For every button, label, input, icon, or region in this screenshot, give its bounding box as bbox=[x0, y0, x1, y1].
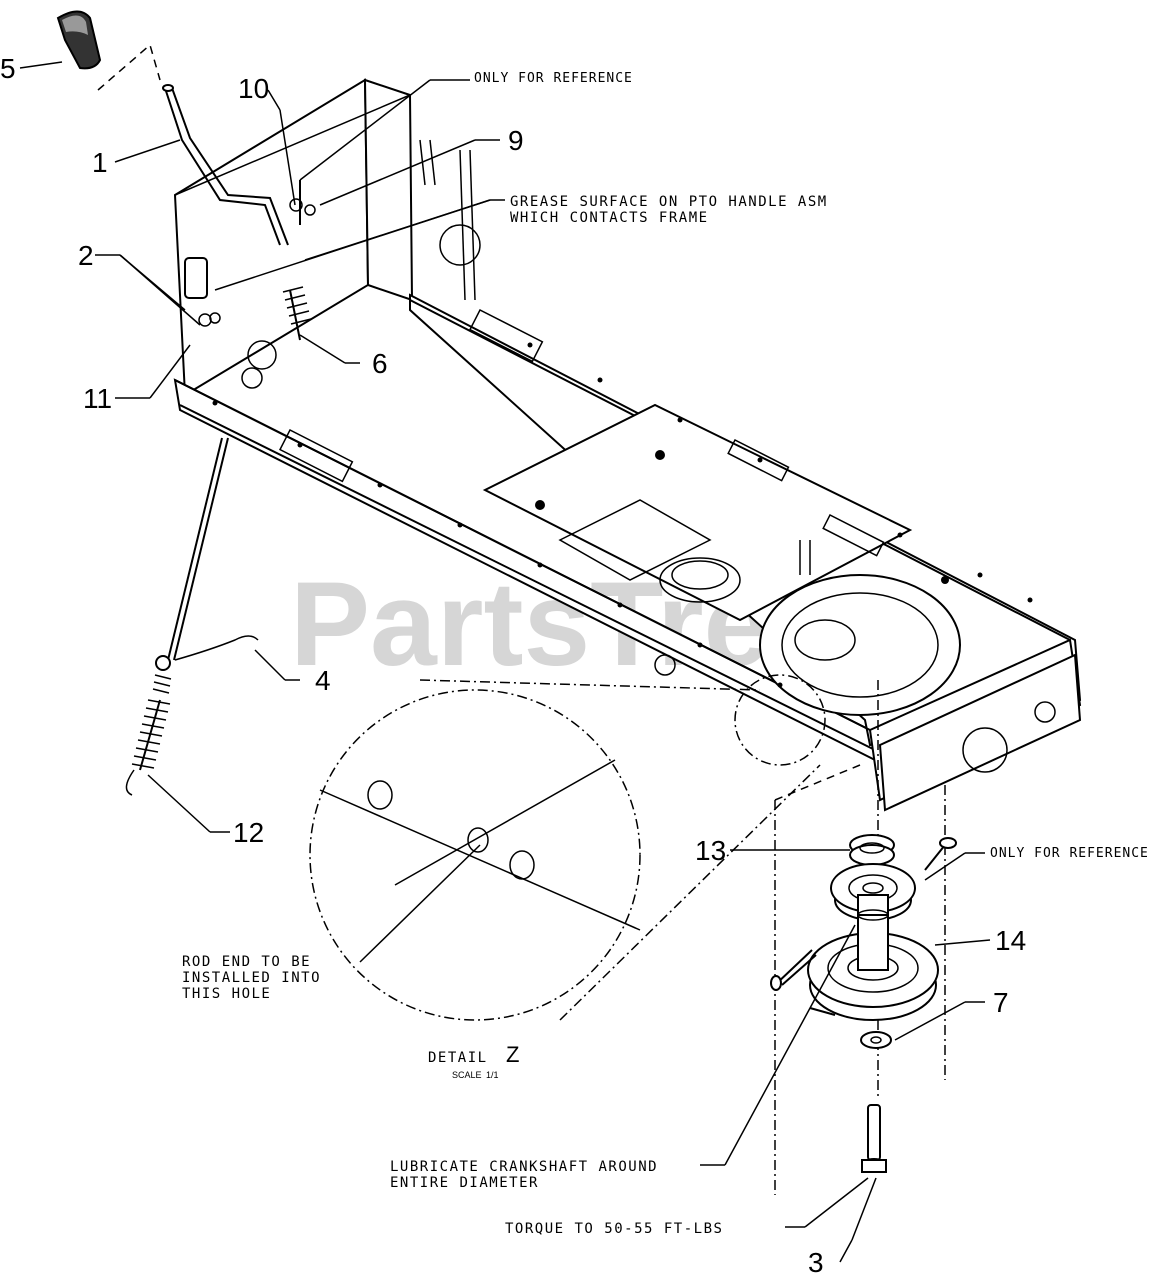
callout-7: 7 bbox=[993, 987, 1009, 1018]
tractor-frame bbox=[173, 78, 1082, 812]
callout-5: 5 bbox=[0, 53, 16, 84]
callout-13: 13 bbox=[695, 835, 726, 866]
note-torque: TORQUE TO 50-55 FT-LBS bbox=[505, 1221, 723, 1237]
callout-12: 12 bbox=[233, 817, 264, 848]
note-rod-end-line3: THIS HOLE bbox=[182, 986, 271, 1002]
note-grease-line1: GREASE SURFACE ON PTO HANDLE ASM bbox=[510, 194, 828, 210]
note-lubricate-line2: ENTIRE DIAMETER bbox=[390, 1175, 539, 1191]
callout-9: 9 bbox=[508, 125, 524, 156]
detail-label: DETAIL bbox=[428, 1050, 488, 1066]
frame-holes bbox=[212, 342, 1033, 688]
callout-1: 1 bbox=[92, 147, 108, 178]
note-rod-end-line1: ROD END TO BE bbox=[182, 954, 311, 970]
callout-14: 14 bbox=[995, 925, 1026, 956]
detail-letter: Z bbox=[506, 1042, 519, 1067]
pulley-stack bbox=[770, 680, 957, 1195]
callout-11: 11 bbox=[83, 383, 112, 414]
lift-rod-and-spring bbox=[125, 437, 259, 796]
pto-lever-assembly bbox=[56, 10, 316, 341]
detail-scale: SCALE bbox=[452, 1070, 482, 1080]
callout-4: 4 bbox=[315, 665, 331, 696]
callout-2: 2 bbox=[78, 240, 94, 271]
callout-10: 10 bbox=[238, 73, 269, 104]
note-lubricate-line1: LUBRICATE CRANKSHAFT AROUND bbox=[390, 1159, 658, 1175]
note-only-for-reference-right: ONLY FOR REFERENCE bbox=[990, 846, 1149, 861]
detail-z bbox=[309, 674, 826, 1021]
leader-lines bbox=[19, 61, 991, 1263]
detail-scale-ratio: 1/1 bbox=[486, 1070, 499, 1080]
note-only-for-reference-top: ONLY FOR REFERENCE bbox=[474, 71, 633, 86]
callout-6: 6 bbox=[372, 348, 388, 379]
callout-3: 3 bbox=[808, 1247, 824, 1278]
note-rod-end-line2: INSTALLED INTO bbox=[182, 970, 321, 986]
note-grease-line2: WHICH CONTACTS FRAME bbox=[510, 210, 709, 226]
